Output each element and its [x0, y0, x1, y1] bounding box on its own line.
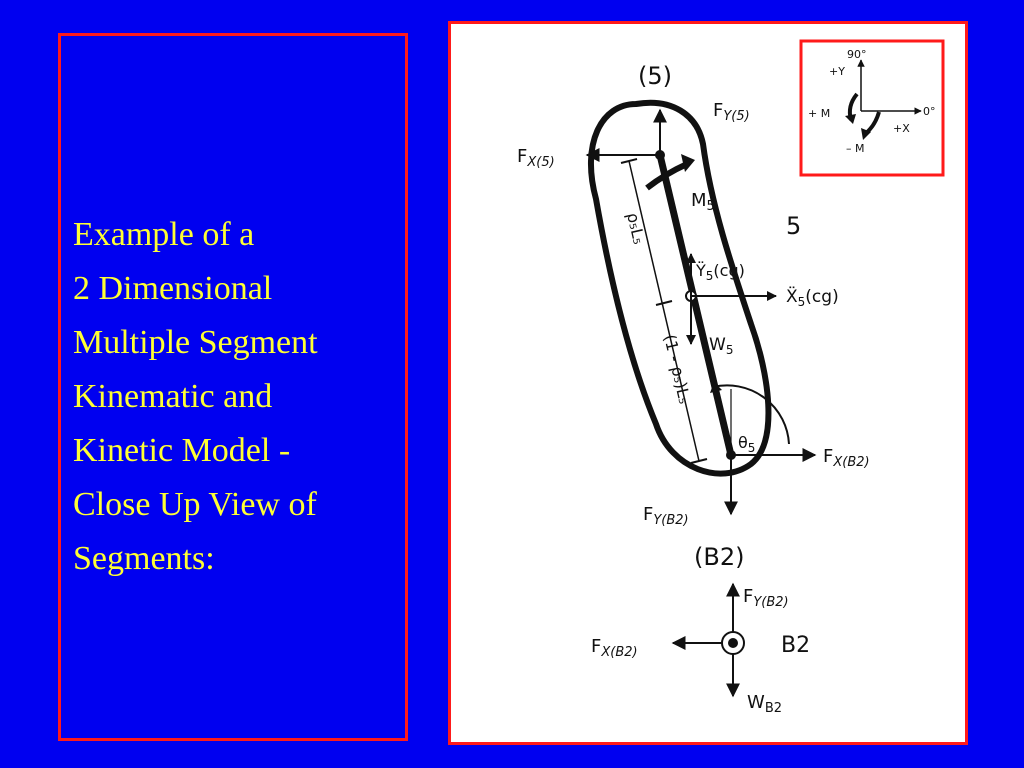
legend-plus-m-label: + M [808, 107, 830, 120]
body-label: (B2) [694, 543, 744, 571]
legend-minus-m-label: – M [846, 142, 865, 155]
title-line: Close Up View of [73, 486, 317, 523]
rho-upper-label: ρ₅L₅ [623, 211, 649, 246]
fyb2-label: FY(B2) [643, 504, 689, 528]
title-line: Multiple Segment [73, 324, 318, 361]
body-joint-center [728, 638, 738, 648]
segment-diagram: (5) 5 FY(5) FX(5) M5 Ÿ5(cg) Ẍ5(cg) [517, 39, 945, 716]
legend-plus-x-label: +X [893, 122, 910, 135]
title-line: 2 Dimensional [73, 270, 273, 307]
body-w-label: WB2 [747, 692, 782, 716]
y5-accel-label: Ÿ5(cg) [695, 261, 745, 283]
dimension-tick [655, 300, 673, 306]
slide-title: Example of a 2 Dimensional Multiple Segm… [73, 208, 403, 586]
legend-minus-m-arrowhead [861, 128, 871, 140]
text-panel: Example of a 2 Dimensional Multiple Segm… [58, 33, 408, 741]
title-line: Kinetic Model - [73, 432, 291, 469]
segment-outline [588, 99, 772, 477]
x5-accel-label: Ẍ5(cg) [786, 286, 839, 309]
w5-label: W5 [709, 335, 733, 357]
theta-arc [712, 384, 790, 445]
fx5-label: FX(5) [517, 146, 555, 170]
figure-panel: (5) 5 FY(5) FX(5) M5 Ÿ5(cg) Ẍ5(cg) [448, 21, 968, 745]
segment-axis [656, 154, 735, 456]
legend-plus-m-arrowhead [845, 114, 856, 124]
body-fy-label: FY(B2) [743, 586, 789, 610]
legend-90-label: 90° [847, 48, 867, 61]
title-line: Kinematic and [73, 378, 273, 415]
body-name: B2 [781, 633, 810, 658]
theta-arrowhead [710, 382, 722, 393]
legend-plus-y-label: +Y [829, 65, 845, 78]
m5-moment-arrow [645, 161, 689, 191]
legend-0-label: 0° [923, 105, 936, 118]
rho-lower-label: (1 - ρ₅)L₅ [660, 333, 694, 406]
sign-convention-legend: 90° +Y + M 0° +X – M [799, 39, 945, 177]
fxb2-label: FX(B2) [823, 446, 870, 470]
dimension-tick [620, 158, 638, 164]
body-fx-label: FX(B2) [591, 636, 638, 660]
segment-label: (5) [638, 62, 672, 90]
dimension-tick [690, 458, 708, 464]
dimension-line [628, 160, 700, 462]
title-line: Example of a [73, 216, 255, 253]
theta-label: θ5 [738, 433, 755, 455]
title-line: Segments: [73, 540, 215, 577]
m5-label: M5 [691, 190, 715, 214]
segment-number: 5 [786, 212, 801, 240]
m5-arrowhead [681, 154, 695, 172]
fy5-label: FY(5) [713, 100, 750, 124]
